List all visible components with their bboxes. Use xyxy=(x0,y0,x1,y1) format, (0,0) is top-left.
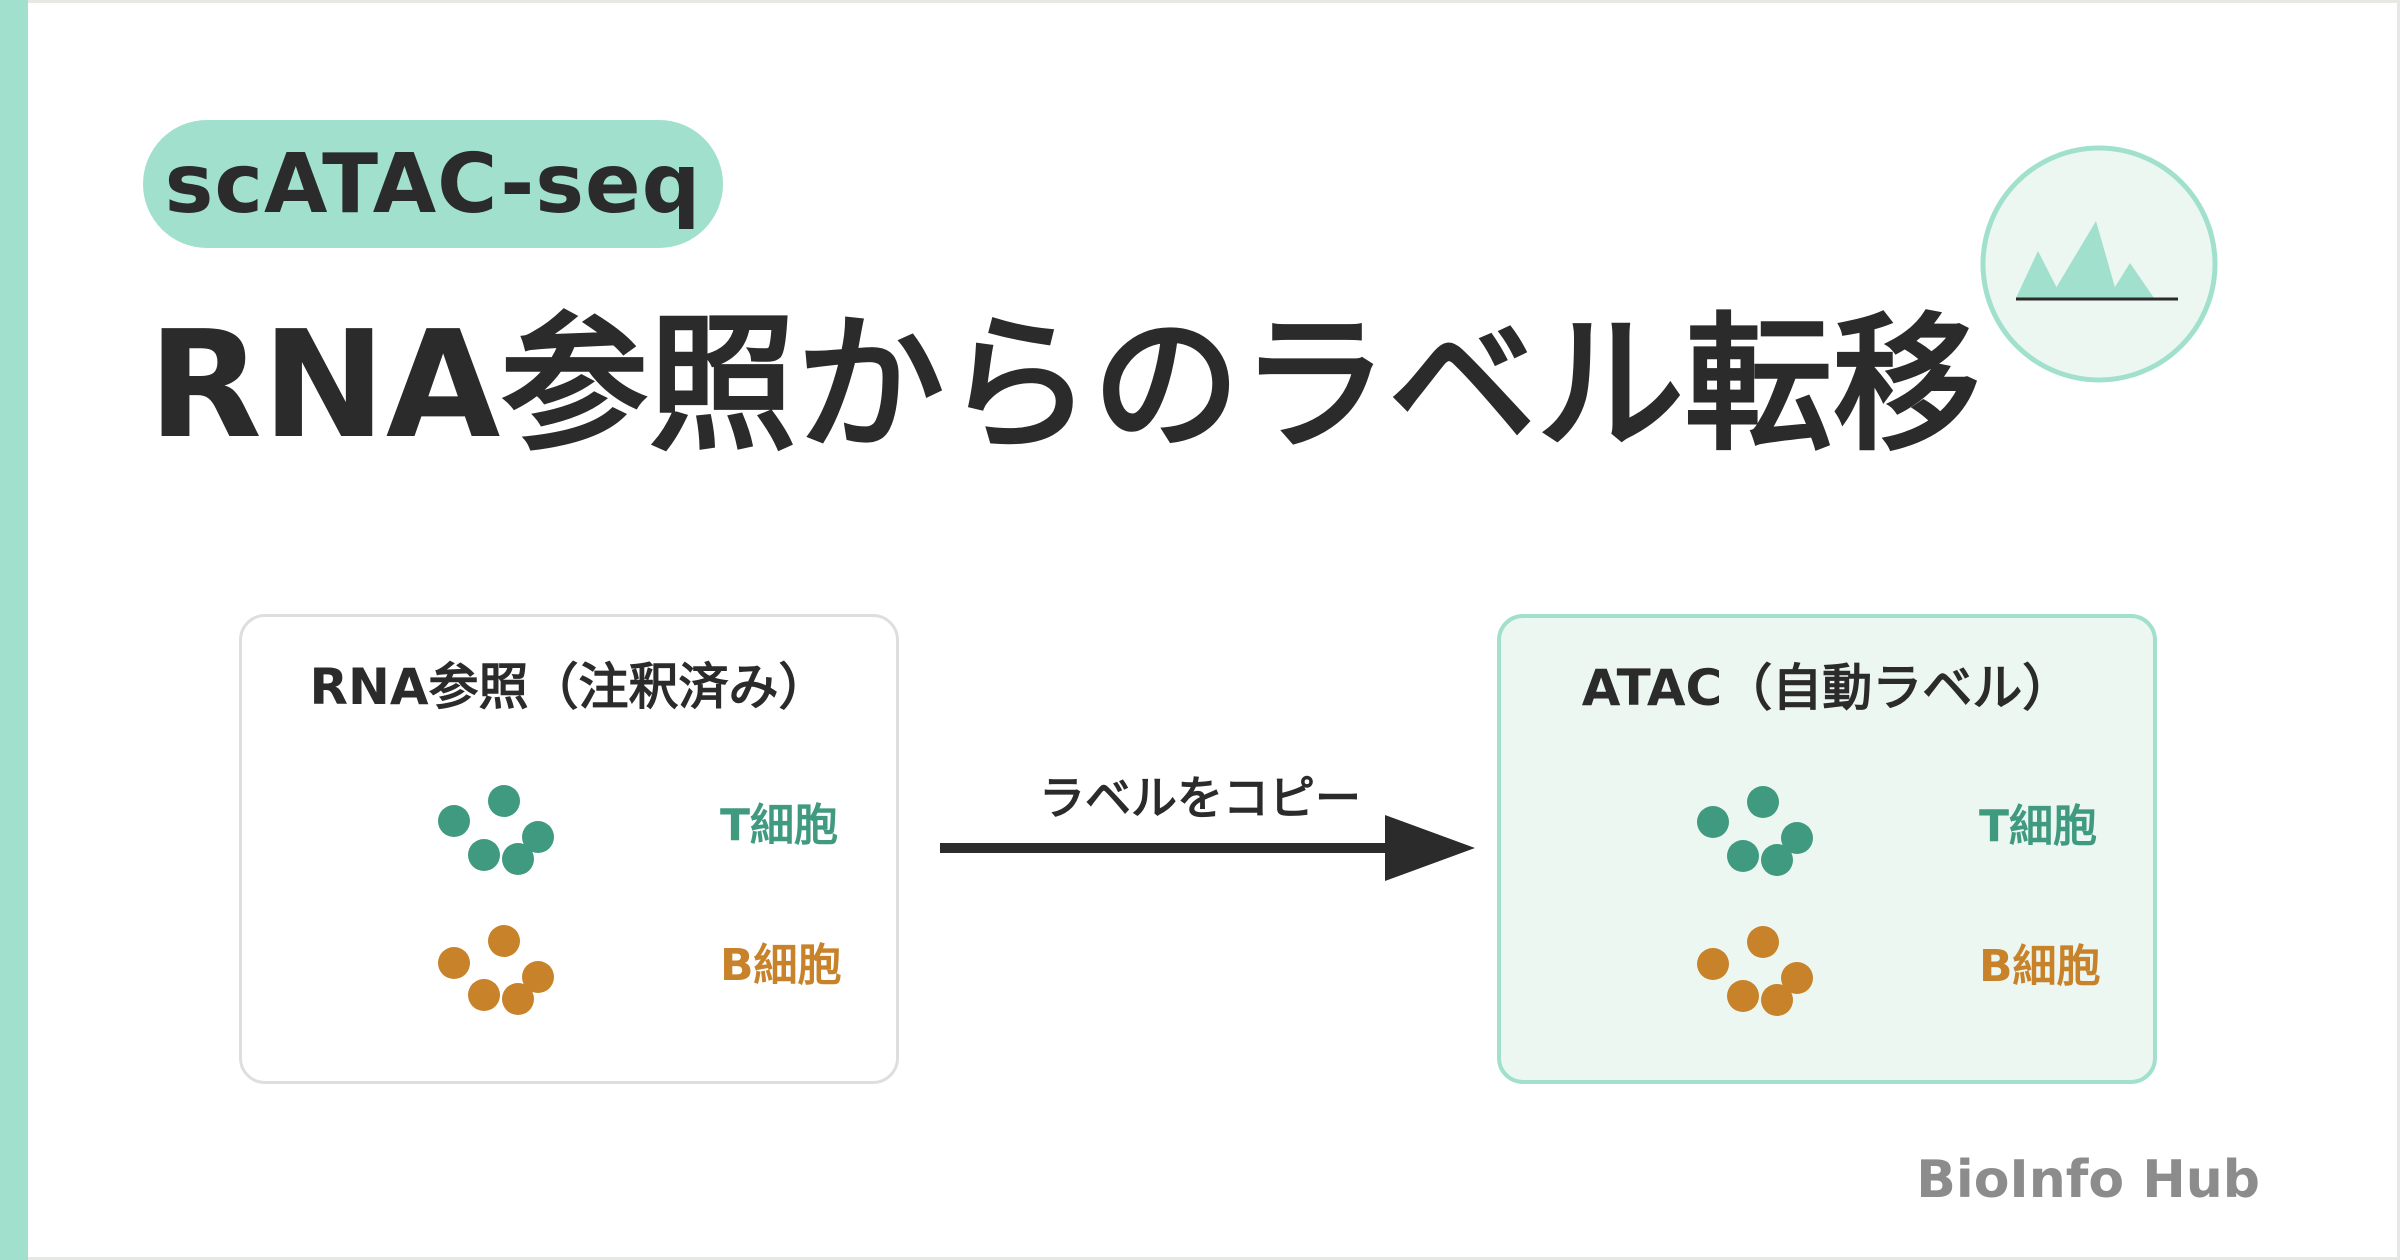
cell-dot xyxy=(1727,840,1759,872)
topic-tag: scATAC-seq xyxy=(143,120,723,248)
cell-dot xyxy=(1727,980,1759,1012)
t-cell-label: T細胞 xyxy=(720,800,839,851)
rna-reference-panel: RNA参照（注釈済み） T細胞 B細胞 xyxy=(239,614,899,1084)
b-cell-label: B細胞 xyxy=(1979,941,2101,992)
cell-dot xyxy=(1761,844,1793,876)
cell-dot xyxy=(438,805,470,837)
cell-dot xyxy=(468,839,500,871)
cell-dot xyxy=(1697,948,1729,980)
page-title: RNA参照からのラベル転移 xyxy=(148,299,1981,471)
atac-panel-title: ATAC（自動ラベル） xyxy=(1581,659,2073,717)
peak-center xyxy=(2050,221,2118,298)
peak-left xyxy=(2016,251,2062,298)
peak-right xyxy=(2108,263,2154,298)
b-cell-label: B細胞 xyxy=(720,940,842,991)
cell-dot xyxy=(438,947,470,979)
b-cell-cluster xyxy=(438,925,578,1035)
b-cell-cluster xyxy=(1697,926,1837,1036)
brand-name: BioInfo Hub xyxy=(1916,1150,2260,1210)
arrow-label: ラベルをコピー xyxy=(1039,771,1361,825)
t-cell-cluster xyxy=(1697,786,1837,896)
cell-dot xyxy=(1747,786,1779,818)
accent-bar xyxy=(0,0,28,1260)
cell-dot xyxy=(468,979,500,1011)
cell-dot xyxy=(502,843,534,875)
transfer-arrow xyxy=(940,815,1475,881)
peaks-icon xyxy=(1980,145,2218,383)
atac-panel: ATAC（自動ラベル） T細胞 B細胞 xyxy=(1497,614,2157,1084)
cell-dot xyxy=(1761,984,1793,1016)
arrow-head xyxy=(1385,815,1475,881)
t-cell-cluster xyxy=(438,785,578,895)
cell-dot xyxy=(1697,806,1729,838)
cell-dot xyxy=(502,983,534,1015)
t-cell-label: T細胞 xyxy=(1979,801,2098,852)
cell-dot xyxy=(488,925,520,957)
rna-panel-title: RNA参照（注釈済み） xyxy=(309,658,829,716)
cell-dot xyxy=(1747,926,1779,958)
cell-dot xyxy=(488,785,520,817)
